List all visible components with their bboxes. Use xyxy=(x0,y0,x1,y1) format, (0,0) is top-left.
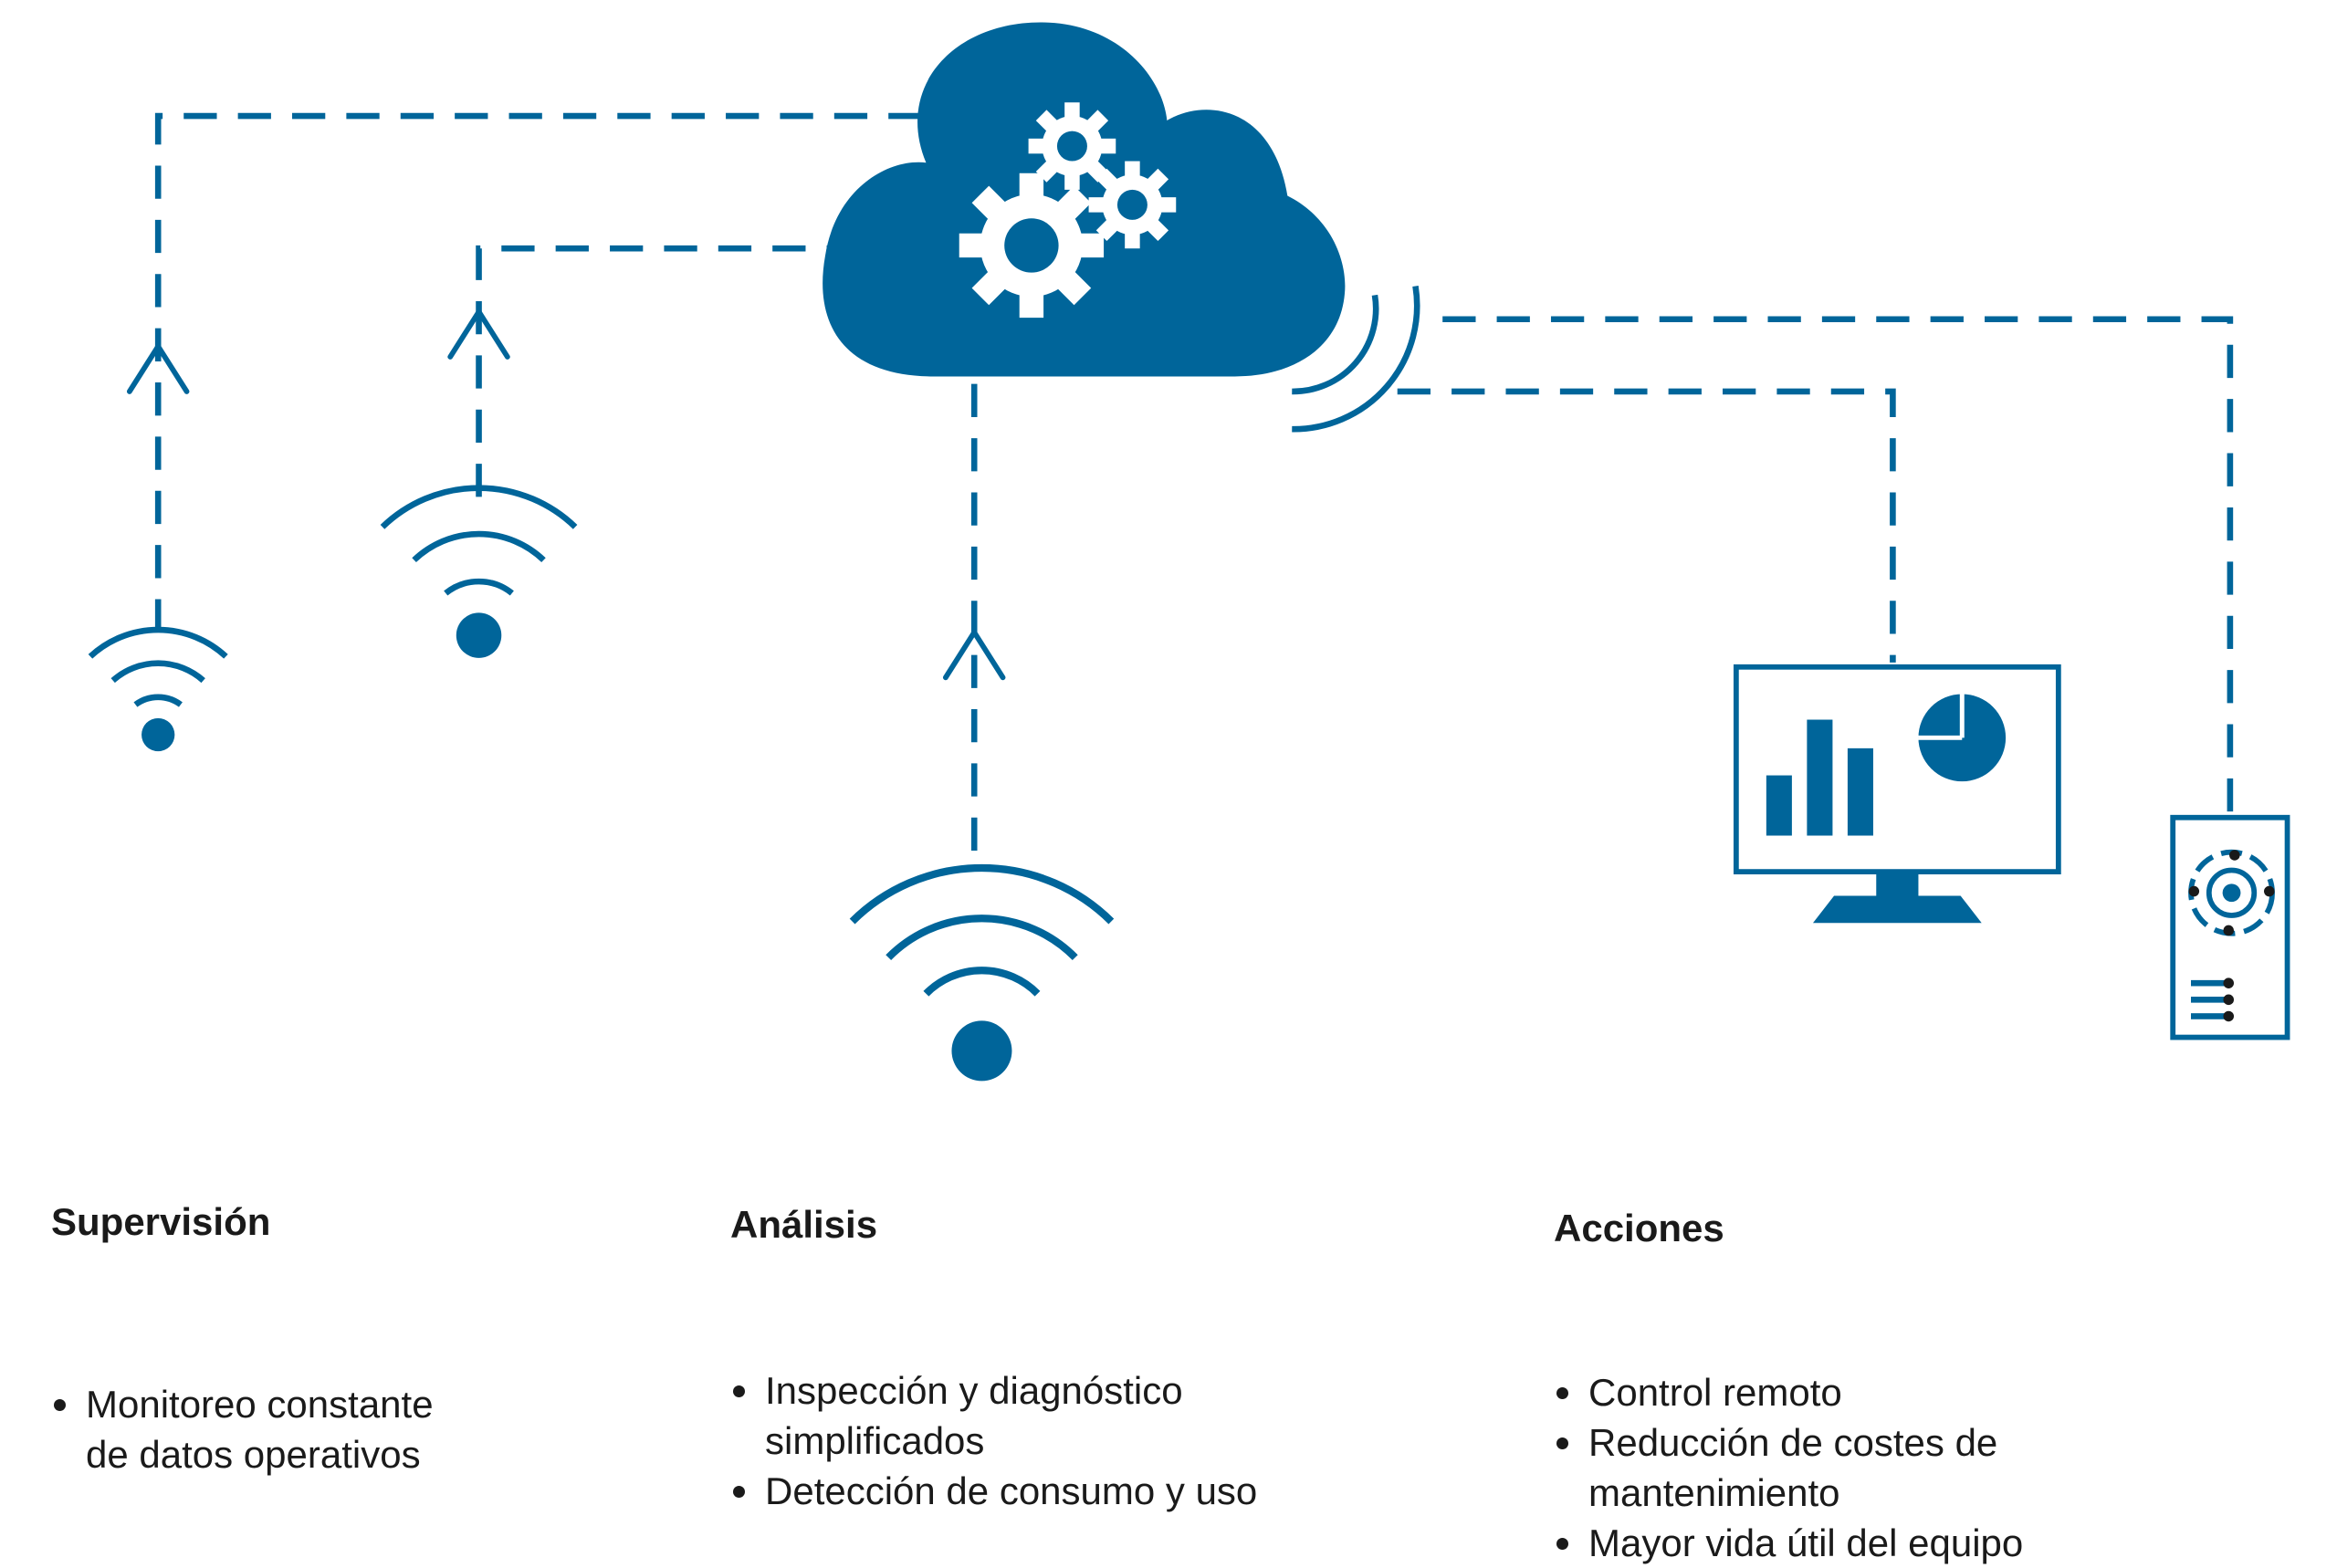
column-title: Análisis xyxy=(730,1203,878,1246)
bullet-list: Monitoreo constante de datos operativos xyxy=(51,1379,471,1479)
list-item: Monitoreo constante de datos operativos xyxy=(51,1379,471,1479)
device-icon xyxy=(2170,814,2290,1040)
connector-lines xyxy=(154,112,2234,852)
signal-waves-icon xyxy=(1292,285,1420,433)
connector-left-outer xyxy=(154,112,922,632)
column-analisis: Análisis Inspección y diagnóstico simpli… xyxy=(730,1203,1461,1516)
wifi-icon xyxy=(849,864,1115,1082)
wifi-icon xyxy=(88,626,228,752)
list-item: Mayor vida útil del equipo xyxy=(1554,1518,2101,1568)
arrow-up-icon xyxy=(447,308,510,360)
gear-icon xyxy=(959,172,1105,319)
arrow-up-icon xyxy=(126,343,190,394)
list-item: Detección de consumo y uso xyxy=(730,1466,1296,1516)
arrow-heads xyxy=(126,308,1006,681)
wifi-icon xyxy=(380,485,578,658)
cloud-icon xyxy=(823,22,1346,377)
column-supervision: Supervisión Monitoreo constante de datos… xyxy=(51,1200,781,1479)
column-title: Supervisión xyxy=(51,1200,271,1243)
monitor-chart-icon xyxy=(1733,664,2061,924)
list-item: Reducción de costes de mantenimiento xyxy=(1554,1417,2101,1518)
list-item: Inspección y diagnóstico simplificados xyxy=(730,1365,1296,1466)
connector-left-inner xyxy=(476,245,844,497)
connector-right-monitor xyxy=(1397,388,1896,663)
column-acciones: Acciones Control remoto Reducción de cos… xyxy=(1554,1207,2284,1568)
bullet-list: Control remoto Reducción de costes de ma… xyxy=(1554,1367,2101,1568)
gear-icon xyxy=(1028,102,1116,190)
bullet-list: Inspección y diagnóstico simplificados D… xyxy=(730,1365,1296,1516)
list-item: Control remoto xyxy=(1554,1367,2101,1417)
connector-right-device xyxy=(1442,316,2234,813)
column-title: Acciones xyxy=(1554,1207,1724,1249)
arrow-up-icon xyxy=(942,629,1006,681)
gear-icon xyxy=(1088,161,1177,249)
